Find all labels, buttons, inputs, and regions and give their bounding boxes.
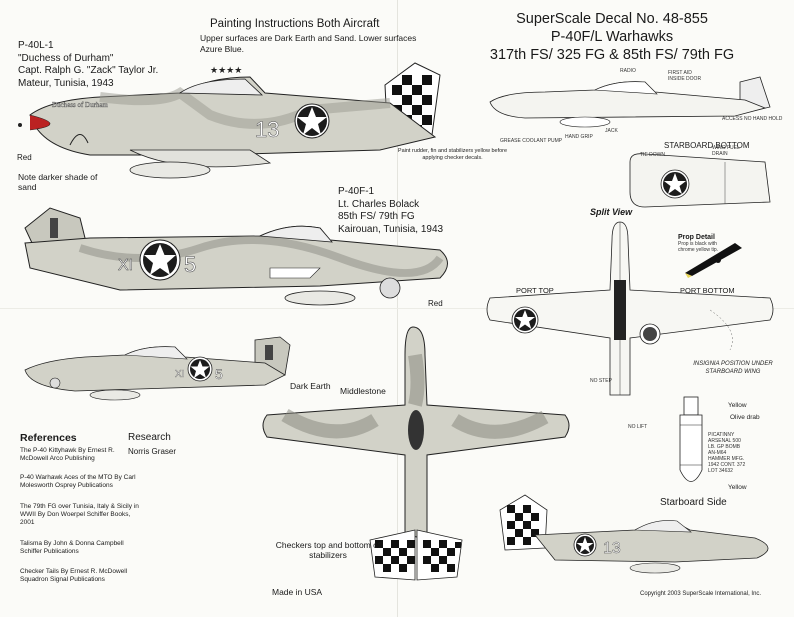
aircraft2-code-left: XI: [118, 257, 133, 274]
checkered-stabilizers: [369, 529, 463, 581]
title-line-3: 317th FS/ 325 FG & 85th FS/ 79th FG: [489, 47, 735, 63]
bomb-yellow-2: Yellow: [728, 484, 747, 491]
reference-3: The 79th FG over Tunisia, Italy & Sicily…: [20, 503, 139, 526]
reference-4: Talisma By John & Donna Campbell Schiffe…: [20, 540, 124, 555]
prop-detail-body: Prop is black with chrome yellow tip.: [678, 241, 719, 253]
svg-text:★★★★: ★★★★: [210, 65, 242, 75]
starboard-number: 13: [603, 540, 621, 557]
label-checkers: Checkers top and bottom of stabilizers: [275, 540, 381, 560]
aircraft1-location: Mateur, Tunisia, 1943: [18, 77, 114, 89]
reference-5: Checker Tails By Ernest R. McDowell Squa…: [20, 568, 128, 583]
sheet-title: SuperScale Decal No. 48-855 P-40F/L Warh…: [462, 10, 762, 64]
bomb-olive-drab: Olive drab: [730, 414, 760, 421]
reference-2: P-40 Warhawk Aces of the MTO By Carl Mol…: [20, 474, 136, 489]
checkered-tail: [499, 494, 548, 551]
insignia-position-note: INSIGNIA POSITION UNDER STARBOARD WING: [693, 361, 773, 375]
aircraft2-location: Kairouan, Tunisia, 1943: [338, 223, 444, 235]
made-in-usa: Made in USA: [272, 587, 323, 597]
aircraft1-profile: 13 Duchess of Durham ★★★★: [18, 62, 441, 179]
research-heading: Research: [128, 432, 171, 443]
stencil-wing-fuel: WING FUEL DRAIN: [712, 145, 740, 157]
aircraft2-unit: 85th FS/ 79th FG: [338, 211, 415, 222]
view-port-top: PORT TOP: [516, 286, 554, 295]
split-planform: [486, 221, 774, 396]
copyright: Copyright 2003 SuperScale International,…: [640, 591, 762, 597]
prop-blade: [685, 243, 742, 278]
painting-body: Upper surfaces are Dark Earth and Sand. …: [200, 33, 417, 54]
aircraft1-number: 13: [255, 117, 279, 142]
title-line-2: P-40F/L Warhawks: [550, 29, 674, 45]
references-heading: References: [20, 432, 77, 444]
painting-title: Painting Instructions Both Aircraft: [210, 18, 380, 30]
fold-line-horizontal: [0, 308, 794, 309]
aircraft1-pilot: Capt. Ralph G. "Zack" Taylor Jr.: [18, 65, 159, 76]
view-starboard-bottom: STARBOARD BOTTOM: [664, 141, 750, 150]
stencil-radio: RADIO: [620, 68, 636, 74]
note-darker-sand: Note darker shade of sand: [18, 172, 98, 192]
stencil-jack: JACK: [605, 128, 618, 134]
note-red-1: Red: [17, 153, 32, 162]
bomb-diagram: [679, 396, 703, 482]
reference-1: The P-40 Kittyhawk By Ernest R. McDowell…: [20, 447, 115, 462]
svg-text:XI: XI: [175, 369, 184, 380]
prop-detail-title: Prop Detail: [678, 234, 715, 241]
aircraft2-code-right: 5: [184, 252, 196, 277]
stencil-profile: [489, 76, 771, 128]
stencil-no-lift: NO LIFT: [628, 424, 648, 430]
planform-top-view: [262, 326, 570, 581]
star-icon: [144, 244, 176, 275]
aircraft1-name: "Duchess of Durham": [18, 52, 114, 64]
stencil-access: ACCESS: [722, 116, 743, 122]
aircraft2-caption: P-40F-1 Lt. Charles Bolack 85th FS/ 79th…: [338, 186, 443, 236]
view-port-bottom: PORT BOTTOM: [680, 286, 735, 295]
bomb-yellow-1: Yellow: [728, 402, 747, 409]
view-split: Split View: [590, 207, 633, 217]
stencil-no-step: NO STEP: [590, 378, 612, 384]
star-icon: [297, 107, 327, 135]
aircraft1-model: P-40L-1: [18, 40, 54, 51]
stencil-hand-grip: HAND GRIP: [565, 134, 593, 140]
svg-text:5: 5: [215, 366, 223, 382]
note-paint-rudder: Paint rudder, fin and stabilizers yellow…: [397, 148, 508, 161]
stencil-no-hand-hold: NO HAND HOLD: [744, 116, 783, 122]
starboard-side-profile: 13: [499, 494, 769, 574]
bomb-stencil-text: PICATINNY ARSENAL 500 LB. GP BOMB AN-M64…: [708, 432, 746, 474]
aircraft3-profile: XI 5: [24, 336, 291, 401]
note-red-2: Red: [428, 299, 443, 308]
aircraft2-pilot: Lt. Charles Bolack: [338, 198, 420, 210]
title-line-1: SuperScale Decal No. 48-855: [516, 11, 708, 27]
aircraft2-profile: XI 5: [24, 207, 448, 306]
aircraft2-model: P-40F-1: [338, 186, 375, 197]
label-middlestone: Middlestone: [340, 386, 386, 396]
nose-art-text: Duchess of Durham: [52, 101, 109, 109]
stencil-grease: GREASE COOLANT PUMP: [500, 138, 563, 144]
label-dark-earth: Dark Earth: [290, 381, 331, 391]
stencil-first-aid: FIRST AID INSIDE DOOR: [668, 70, 702, 82]
stencil-tie-down: TIE DOWN: [640, 152, 665, 158]
view-starboard-side: Starboard Side: [660, 497, 727, 508]
starboard-bottom-wing: [629, 153, 771, 208]
aircraft1-caption: P-40L-1 "Duchess of Durham" Capt. Ralph …: [18, 40, 158, 90]
research-name: Norris Graser: [128, 447, 177, 456]
